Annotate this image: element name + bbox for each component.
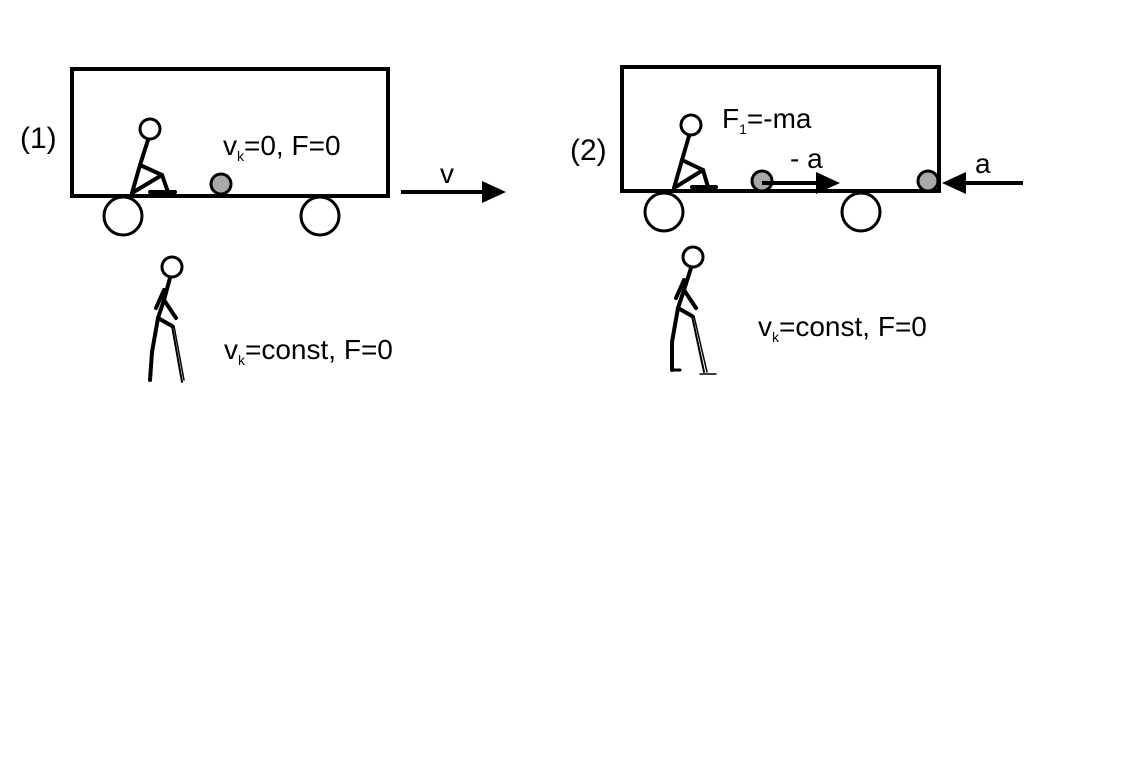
wagon-2-body xyxy=(620,65,941,193)
wagon-1-body xyxy=(70,67,390,198)
panel-2-label: (2) xyxy=(570,134,607,167)
panel-2: (2) F1=-ma - a xyxy=(570,65,1023,375)
wagon-2-wheel-left xyxy=(643,191,685,233)
panel-1: (1) vk=0, F=0 v xyxy=(20,67,506,383)
wagon-2-wheel-right xyxy=(840,191,882,233)
deceleration-arrow xyxy=(942,172,1023,194)
wagon-1-wheel-left xyxy=(102,195,144,237)
velocity-arrow-label: v xyxy=(440,158,454,189)
ball-2-wall xyxy=(916,169,940,193)
panel-1-label: (1) xyxy=(20,122,57,155)
walking-observer-1-icon xyxy=(148,255,185,383)
wagon-1-wheel-right xyxy=(299,195,341,237)
force-label: F1=-ma xyxy=(722,103,812,137)
velocity-arrow xyxy=(401,181,506,203)
seated-passenger-1-icon xyxy=(130,117,177,195)
ball-acceleration-arrow xyxy=(762,172,840,194)
walking-observer-2-icon xyxy=(670,245,717,375)
ball-acceleration-label: - a xyxy=(790,143,823,174)
ball-1 xyxy=(209,172,233,196)
observer-1-text: vk=const, F=0 xyxy=(224,334,393,368)
deceleration-arrow-label: a xyxy=(975,148,991,179)
seated-passenger-2-icon xyxy=(672,113,718,190)
panel-1-inside-text: vk=0, F=0 xyxy=(223,130,341,164)
observer-2-text: vk=const, F=0 xyxy=(758,311,927,345)
